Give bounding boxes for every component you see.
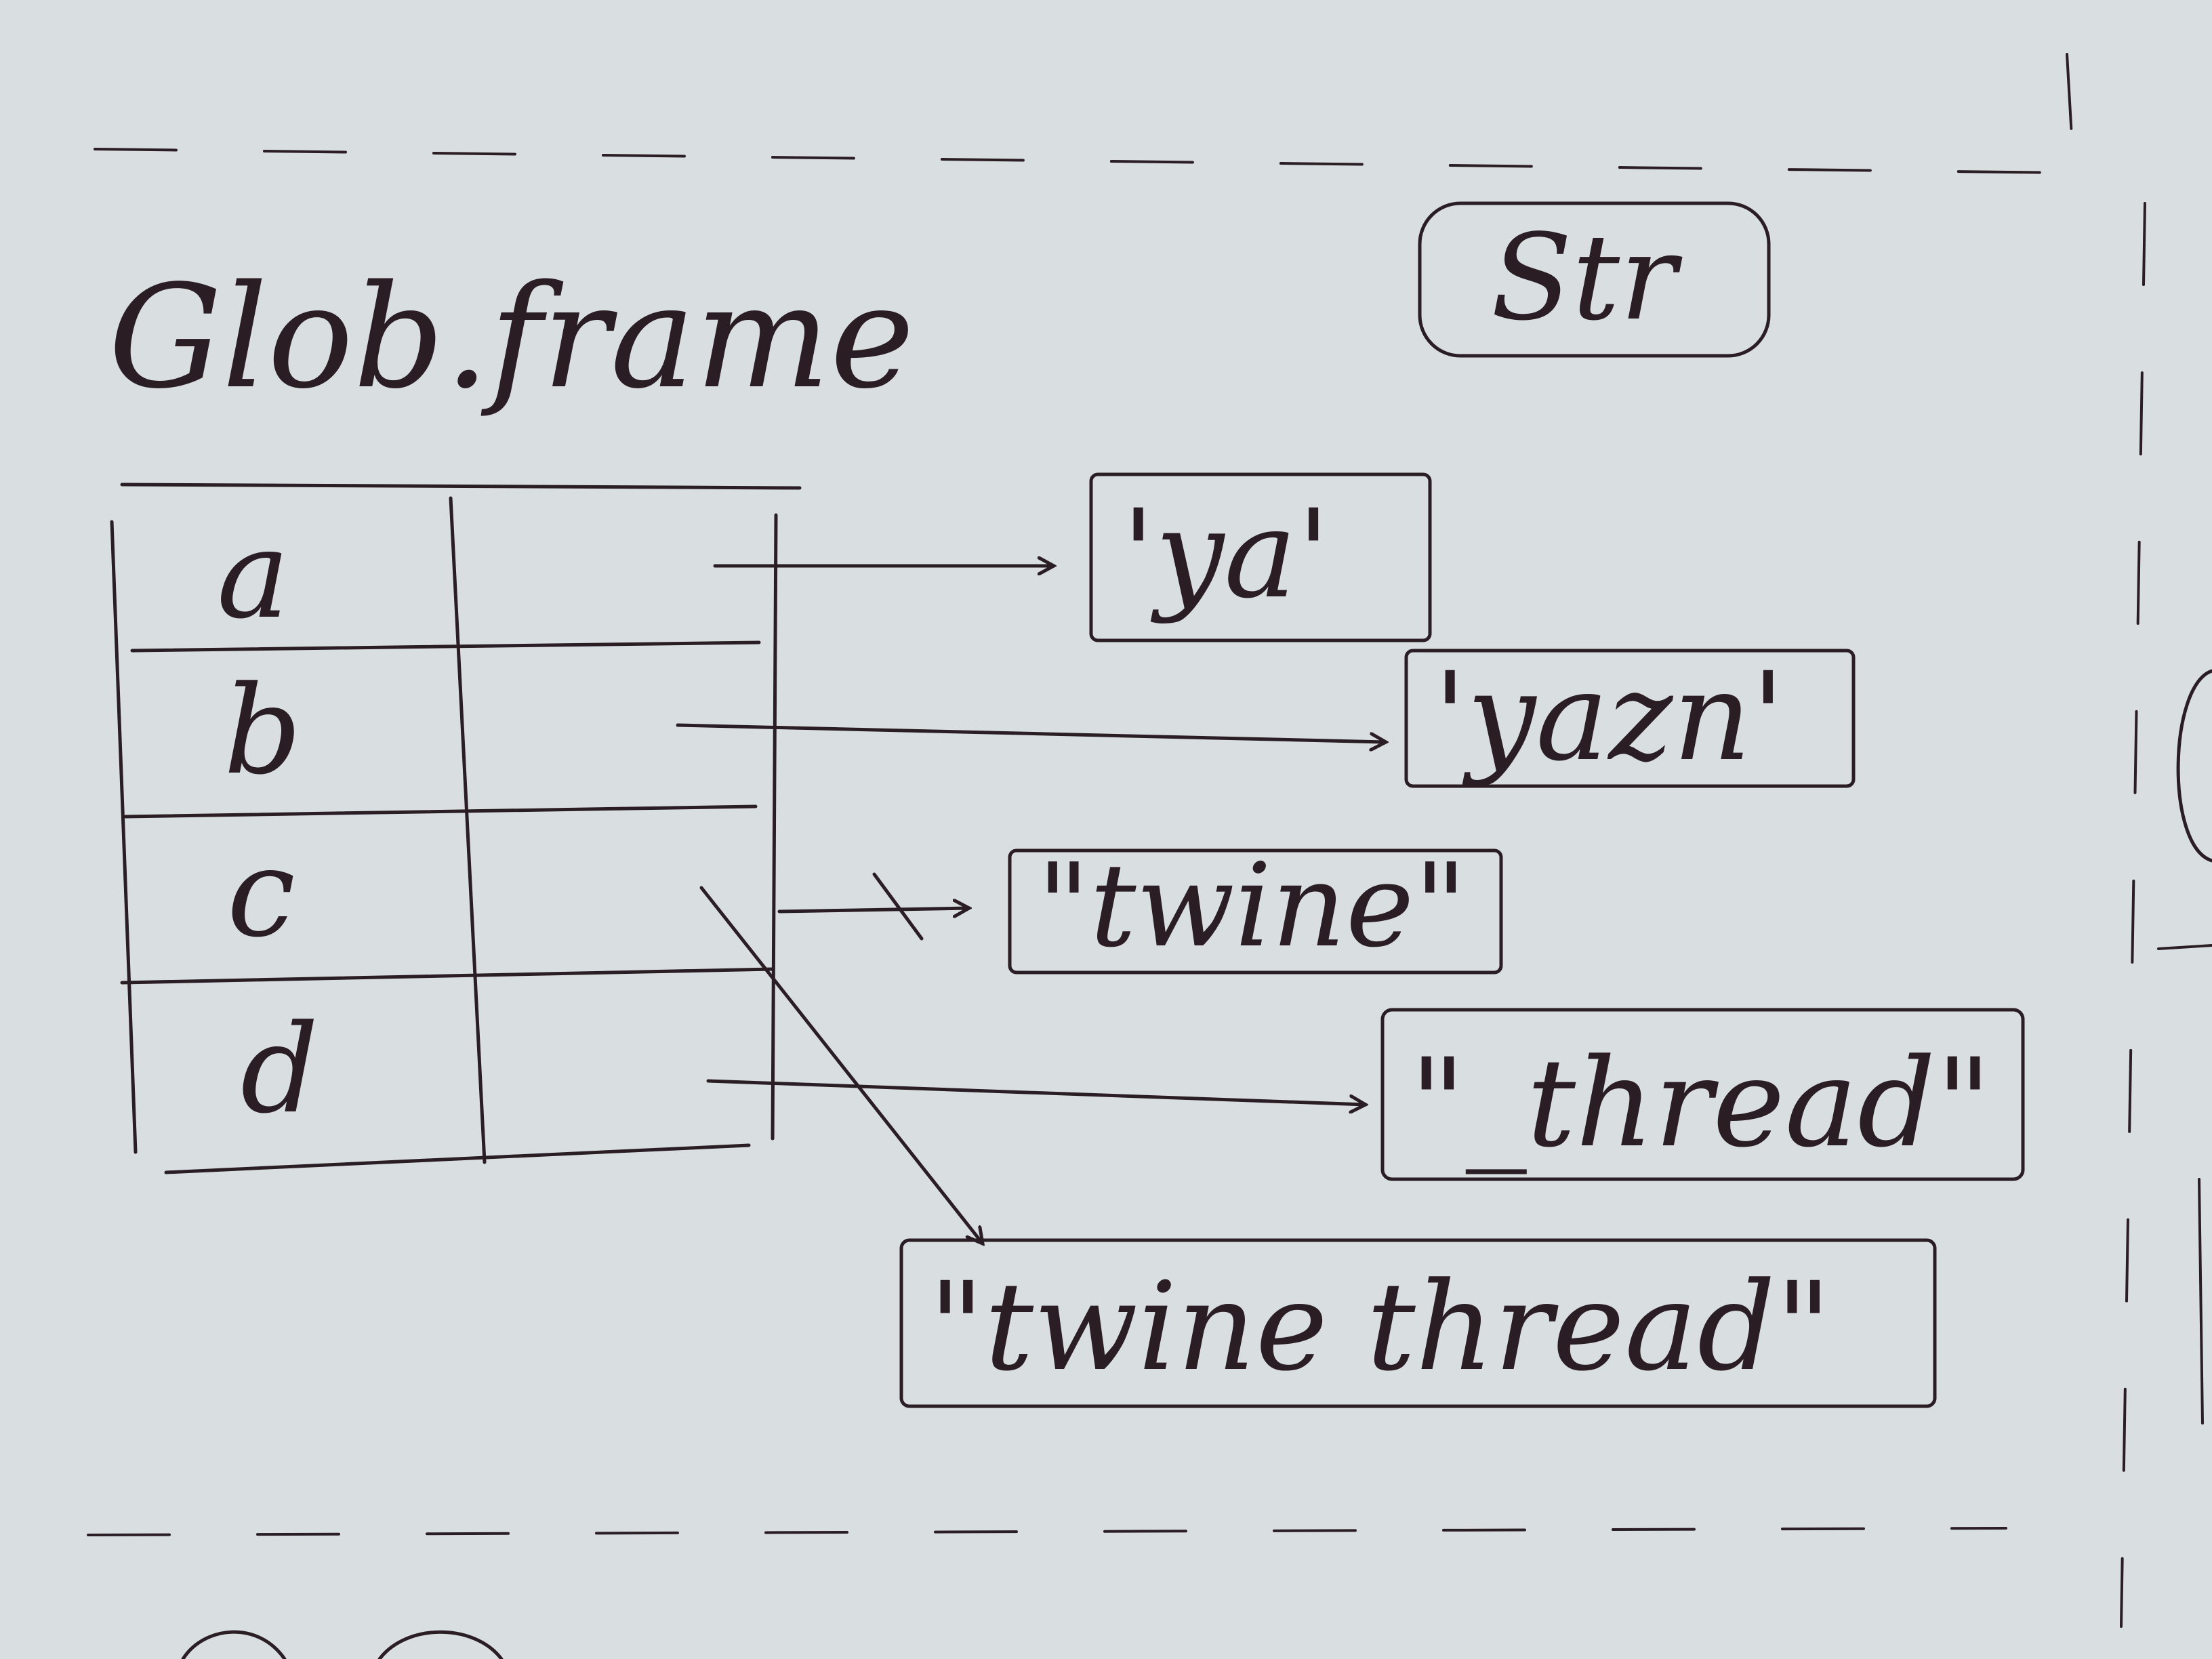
- object-value-twine: "twine": [1037, 839, 1467, 973]
- dashed-frame-border: [87, 53, 2146, 1628]
- arrow-b-to-yazn: [676, 723, 1386, 742]
- type-label: Str: [1491, 209, 1683, 347]
- variable-name-c: c: [227, 823, 295, 964]
- frame-table: [110, 483, 802, 1174]
- object-box-twine-thread: "twine thread": [899, 1238, 1937, 1408]
- partial-next-frame-marks: [181, 669, 2212, 1659]
- variable-name-a: a: [217, 504, 289, 646]
- variable-name-d: d: [241, 999, 319, 1141]
- object-box-twine: "twine": [1008, 839, 1503, 975]
- arrow-c-to-twine-crossed: [777, 872, 969, 941]
- object-box-yazn: 'yazn': [1404, 647, 1856, 788]
- object-value-thread: "_thread": [1410, 1033, 1992, 1174]
- variable-name-b: b: [224, 660, 302, 802]
- object-value-ya: 'ya': [1122, 484, 1330, 626]
- object-box-ya: 'ya': [1089, 472, 1432, 642]
- type-label-box: Str: [1418, 201, 1771, 358]
- arrow-d-to-thread: [706, 1079, 1366, 1105]
- object-box-thread: "_thread": [1380, 1008, 2025, 1181]
- object-value-twine-thread: "twine thread": [928, 1256, 1832, 1398]
- object-value-yazn: 'yazn': [1433, 647, 1785, 788]
- frame-title: Glob.frame: [108, 254, 914, 420]
- arrow-c-to-twine-thread: [699, 886, 983, 1244]
